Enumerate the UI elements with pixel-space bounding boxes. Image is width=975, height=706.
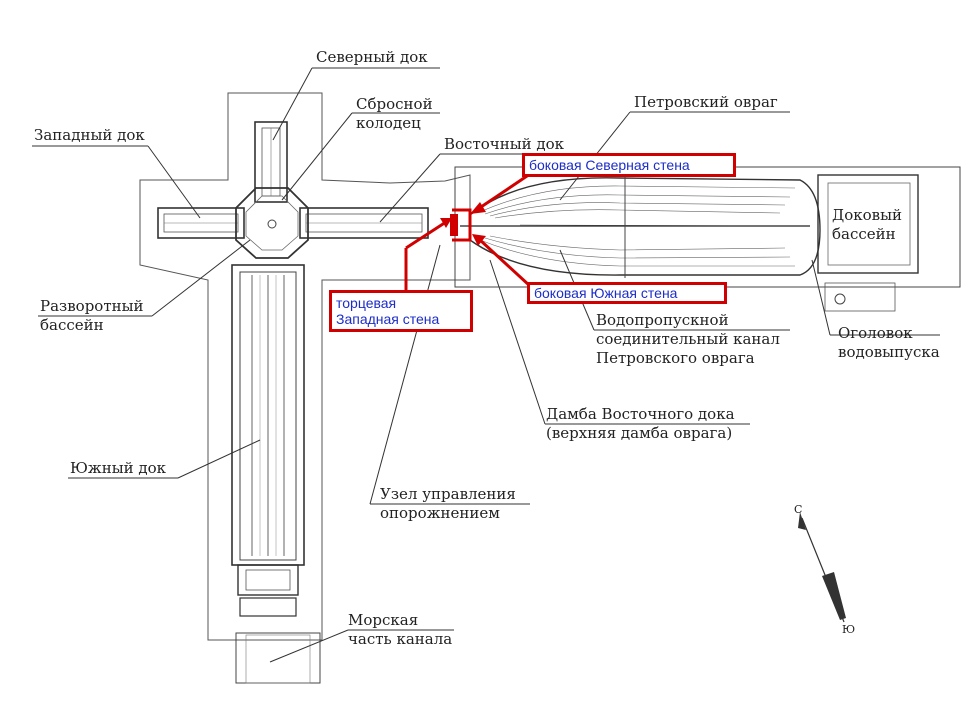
compass-arrow — [798, 512, 846, 623]
label-petrovsky-ravine: Петровский овраг — [634, 93, 778, 111]
west-dock-shape — [157, 207, 245, 239]
label-north-dock: Северный док — [316, 48, 428, 66]
east-dock-shape — [299, 207, 429, 239]
north-dock-shape — [254, 121, 288, 203]
turning-basin-shape — [235, 187, 309, 259]
dock-basin-shape — [817, 174, 919, 274]
callout-north-wall: боковая Северная стена — [522, 153, 736, 177]
end-wall-highlight — [452, 208, 472, 242]
label-south-dock: Южный док — [70, 459, 167, 477]
label-west-dock: Западный док — [34, 126, 145, 144]
compass-south-letter: Ю — [842, 623, 856, 636]
callout-south-wall: боковая Южная стена — [527, 282, 727, 304]
ravine-contours — [479, 185, 801, 267]
site-boundary — [139, 92, 471, 641]
compass-north-letter: С — [794, 503, 803, 516]
label-east-dock: Восточный док — [444, 135, 565, 153]
label-east-dock-dam: Дамба Восточного дока(верхняя дамба овра… — [546, 405, 735, 442]
culvert-channel-shape — [469, 177, 821, 276]
